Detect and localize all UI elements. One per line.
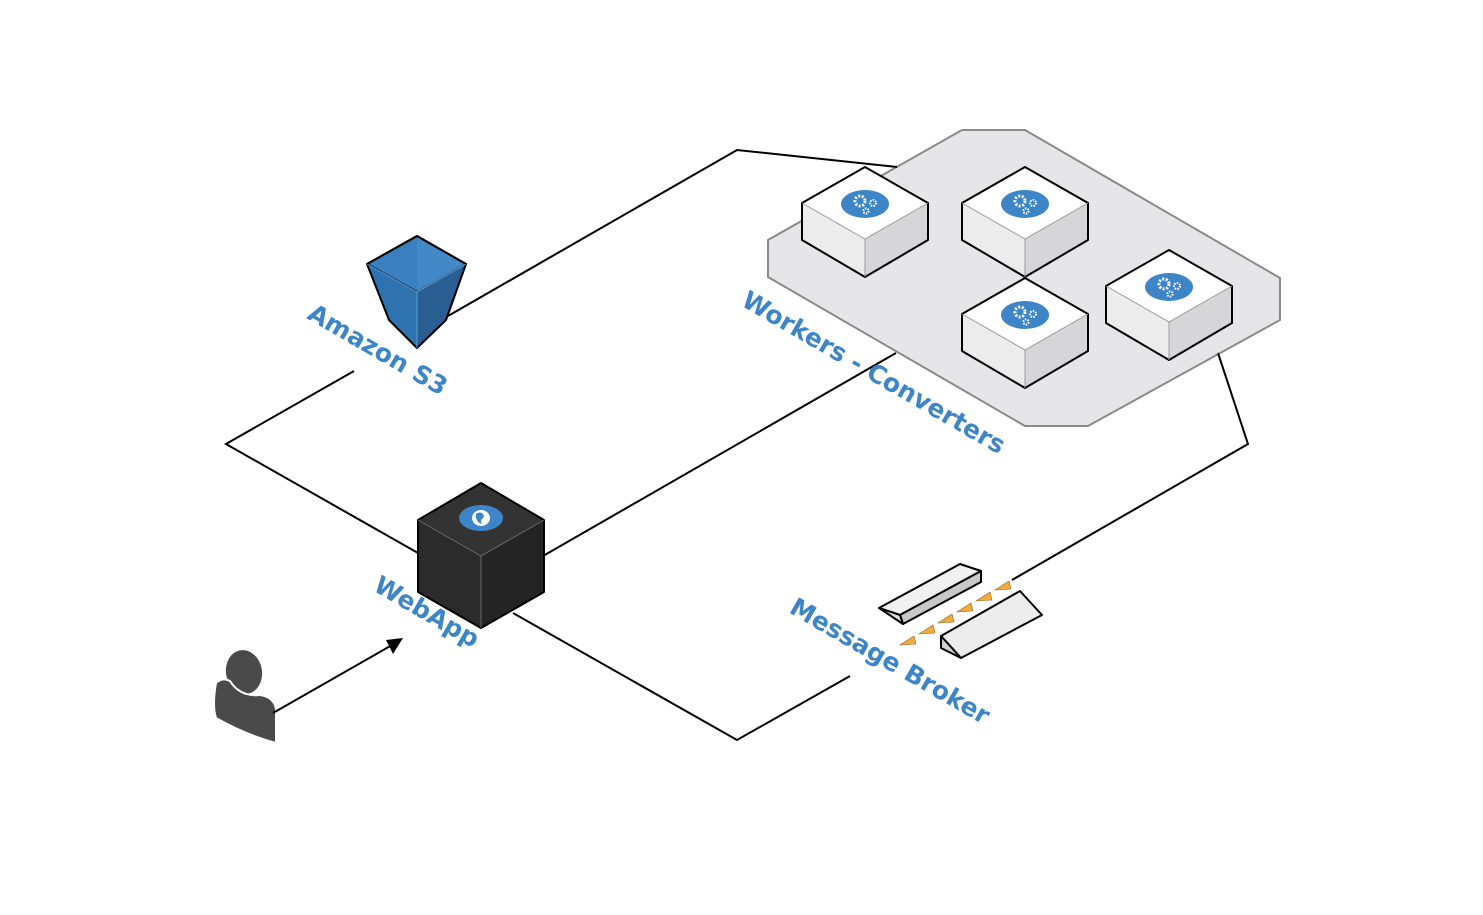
connector-s3-workers bbox=[447, 148, 898, 317]
connector-webapp-broker bbox=[512, 612, 851, 742]
connector-workers-broker bbox=[1011, 352, 1250, 581]
message-queue-icon[interactable] bbox=[878, 563, 1043, 659]
queue-block-upper bbox=[878, 563, 982, 625]
connector-webapp-workers bbox=[542, 352, 897, 557]
user-to-webapp-arrow bbox=[272, 638, 403, 714]
user-icon[interactable] bbox=[213, 647, 277, 745]
webapp-globe-icon bbox=[459, 505, 503, 531]
s3-bucket-icon[interactable] bbox=[366, 235, 467, 349]
webapp-node[interactable] bbox=[417, 482, 545, 629]
queue-message-markers bbox=[898, 580, 1012, 646]
queue-block-lower bbox=[940, 590, 1043, 659]
connector-webapp-s3 bbox=[223, 370, 419, 554]
